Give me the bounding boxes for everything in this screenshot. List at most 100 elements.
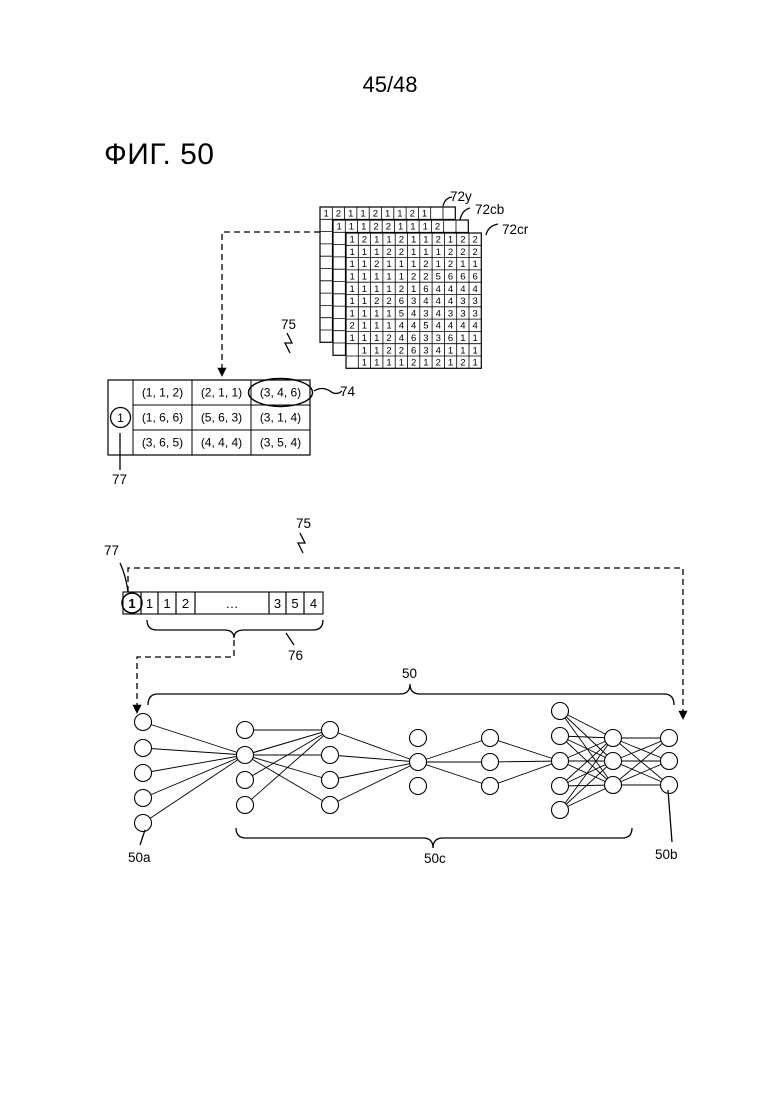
plane-cell-value: 4 (399, 333, 404, 344)
plane-cell-value: 6 (448, 271, 453, 282)
edge (330, 755, 418, 762)
label-50b: 50b (655, 847, 678, 862)
layer-0-node (135, 714, 152, 731)
layer-2-node (322, 797, 339, 814)
layer-7-node (661, 777, 678, 794)
layer-5-node (552, 703, 569, 720)
plane-72cb-edge-value: 2 (386, 222, 391, 233)
layer-4-node (482, 754, 499, 771)
table-cell: (2, 1, 1) (201, 386, 242, 400)
plane-cell-value: 1 (436, 259, 441, 270)
plane-72cb-edge-value: 1 (361, 222, 366, 233)
layer-2-node (322, 772, 339, 789)
plane-cell-value: 3 (460, 296, 465, 307)
layer-5-node (552, 728, 569, 745)
plane-72cb-edge-value: 2 (435, 222, 440, 233)
vector-value: 5 (291, 596, 298, 611)
table-cell: (3, 5, 4) (260, 436, 301, 450)
plane-cell-value: 2 (386, 296, 391, 307)
plane-cell-value: 1 (350, 308, 355, 319)
layer-6-node (605, 753, 622, 770)
plane-cell-value: 1 (399, 271, 404, 282)
plane-cell-value: 6 (460, 271, 465, 282)
layer-4-node (482, 730, 499, 747)
plane-cell-value: 3 (423, 308, 428, 319)
leader-75-top (285, 333, 292, 353)
edge (418, 762, 490, 786)
plane-cell-value: 5 (436, 271, 441, 282)
leader-77-bottom (120, 563, 128, 592)
plane-72cb-edge-value: 1 (410, 222, 415, 233)
plane-cell-value: 1 (374, 358, 379, 369)
plane-72y-edge-value: 1 (324, 209, 329, 220)
plane-cell-value: 2 (362, 235, 367, 246)
layer-1-node (237, 772, 254, 789)
color-planes-stack: 1211211212211122111222112111212111111122… (320, 207, 481, 369)
layer-3-node (410, 754, 427, 771)
plane-cell-value: 2 (448, 247, 453, 258)
plane-cell-value: 1 (350, 284, 355, 295)
edge (143, 755, 245, 823)
table-cell: (1, 1, 2) (142, 386, 183, 400)
plane-cell-value: 1 (362, 259, 367, 270)
plane-cell-value: 1 (448, 358, 453, 369)
plane-cell-value: 2 (399, 284, 404, 295)
plane-cell-value: 4 (411, 321, 416, 332)
table-cell: (1, 6, 6) (142, 411, 183, 425)
plane-cell-value: 1 (362, 308, 367, 319)
vector-value: 1 (128, 596, 135, 611)
plane-cell-value: 1 (386, 271, 391, 282)
plane-cell-value: 5 (423, 321, 428, 332)
table-cell: (3, 6, 5) (142, 436, 183, 450)
plane-cell-value: 2 (423, 271, 428, 282)
edge (330, 730, 418, 762)
plane-cell-value: 1 (448, 345, 453, 356)
plane-cell-value: 2 (399, 235, 404, 246)
plane-cell-value: 6 (448, 333, 453, 344)
plane-cell-value: 2 (374, 259, 379, 270)
plane-cell-value: 1 (460, 345, 465, 356)
plane-cell-value: 2 (399, 247, 404, 258)
plane-cell-value: 6 (399, 296, 404, 307)
edge (143, 748, 245, 755)
layer-7-node (661, 753, 678, 770)
plane-72y-edge-value: 2 (373, 209, 378, 220)
hidden-brace (236, 828, 632, 848)
label-72y: 72y (450, 189, 472, 204)
layer-6-node (605, 730, 622, 747)
edge (330, 762, 418, 805)
plane-cell-value: 1 (350, 235, 355, 246)
plane-cell-value: 1 (374, 345, 379, 356)
plane-cell-value: 2 (436, 235, 441, 246)
network-edges (143, 711, 669, 823)
plane-cell-value: 2 (386, 333, 391, 344)
plane-cell-value: 1 (399, 259, 404, 270)
plane-cell-value: 3 (411, 296, 416, 307)
plane-cell-value: 1 (374, 321, 379, 332)
plane-cell-value: 1 (362, 358, 367, 369)
label-72cr: 72cr (502, 222, 528, 237)
plane-cell-value: 3 (460, 308, 465, 319)
layer-1-node (237, 747, 254, 764)
plane-cell-value: 4 (436, 284, 441, 295)
plane-cell-value: 1 (423, 235, 428, 246)
label-76: 76 (288, 648, 303, 663)
layer-2-node (322, 747, 339, 764)
plane-cell-value: 1 (350, 296, 355, 307)
plane-cell-value: 1 (423, 358, 428, 369)
vector-value: … (226, 596, 239, 611)
edge (143, 755, 245, 773)
plane-cell-value: 1 (473, 333, 478, 344)
network-brace (148, 684, 674, 705)
plane-cell-value: 2 (350, 321, 355, 332)
plane-cell-value: 2 (386, 345, 391, 356)
plane-cell-value: 1 (460, 259, 465, 270)
table-cell: (4, 4, 4) (201, 436, 242, 450)
layer-0-node (135, 815, 152, 832)
plane-cell-value: 2 (460, 235, 465, 246)
table-cell: (5, 6, 3) (201, 411, 242, 425)
label-75-top: 75 (281, 317, 296, 332)
edge (490, 738, 560, 761)
leader-72cr (486, 224, 498, 235)
plane-cell-value: 2 (460, 358, 465, 369)
